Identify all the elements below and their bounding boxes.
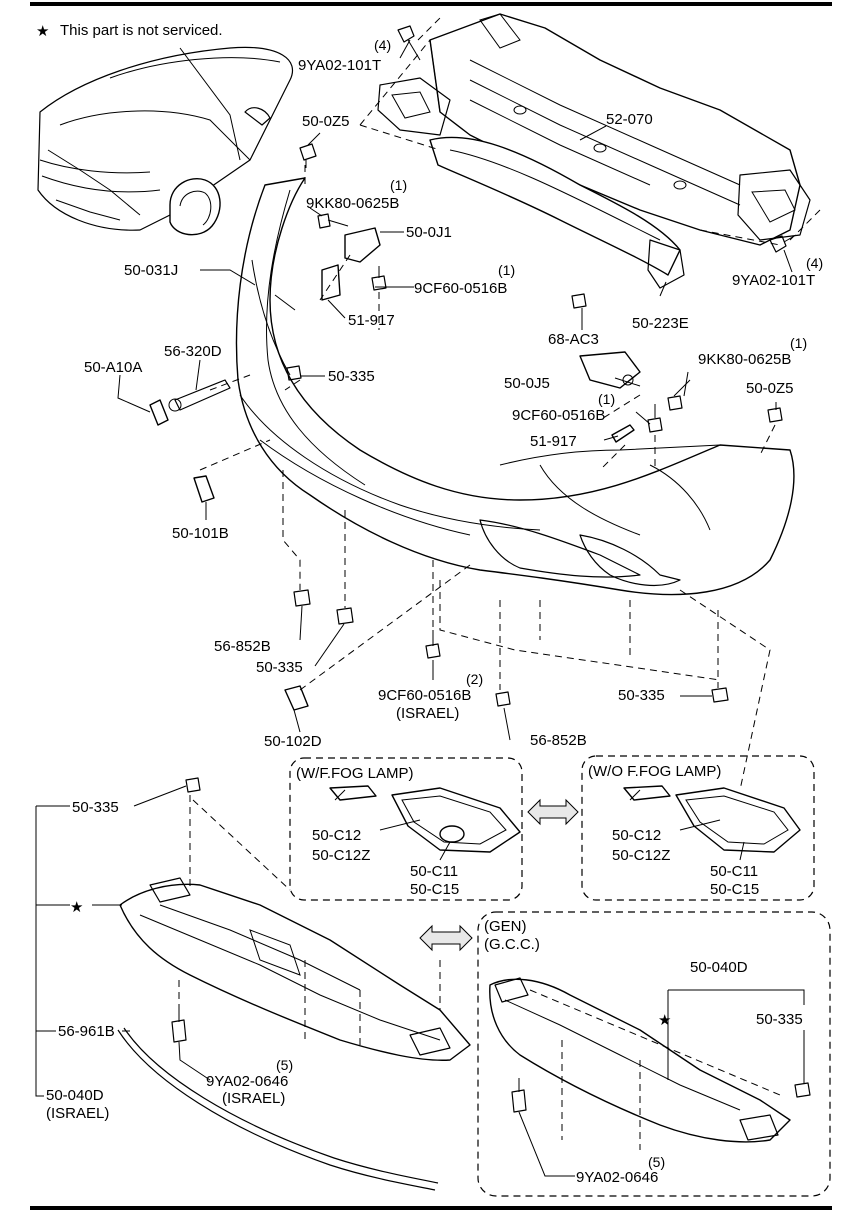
label-wo-50-c12: 50-C12 [612, 827, 661, 844]
label-wf-50-c12z: 50-C12Z [312, 847, 370, 864]
bottom-rule [30, 1206, 832, 1210]
gen-undercover-box [477, 911, 831, 1197]
qty-1-9cf-left: (1) [498, 262, 515, 278]
label-50-040d-israel: 50-040D [46, 1087, 104, 1104]
label-56-961b: 56-961B [58, 1023, 115, 1040]
label-50-335-d: 50-335 [72, 799, 119, 816]
qty-5-israel: (5) [276, 1057, 293, 1073]
undercover-israel [117, 777, 471, 1191]
label-50-335-e: 50-335 [756, 1011, 803, 1028]
callout-labels: (4) 9YA02-101T 52-070 50-0Z5 (1) 9KK80-0… [46, 37, 823, 1186]
label-9cf60-0516b-israel: 9CF60-0516B [378, 687, 471, 704]
upper-dashed-lines [199, 17, 821, 791]
gen-title-1: (GEN) [484, 918, 527, 935]
qty-5-gen: (5) [648, 1154, 665, 1170]
leaders [35, 39, 805, 1177]
label-50-102d: 50-102D [264, 733, 322, 750]
label-50-0z5-left: 50-0Z5 [302, 113, 350, 130]
label-50-040d-gen: 50-040D [690, 959, 748, 976]
label-51-917-right: 51-917 [530, 433, 577, 450]
label-50-0j1: 50-0J1 [406, 224, 452, 241]
qty-4-top: (4) [374, 37, 391, 53]
alternative-arrow-undercover [419, 924, 473, 952]
label-56-852b-right: 56-852B [530, 732, 587, 749]
qty-4-right: (4) [806, 255, 823, 271]
label-9ya02-101t-right: 9YA02-101T [732, 272, 815, 289]
label-9cf60-0516b-right: 9CF60-0516B [512, 407, 605, 424]
label-50-0z5-right: 50-0Z5 [746, 380, 794, 397]
vehicle-sketch [37, 46, 293, 236]
label-9kk80-0625b-left: 9KK80-0625B [306, 195, 399, 212]
note-star: ★ [36, 23, 49, 40]
label-wf-50-c11: 50-C11 [410, 863, 458, 880]
label-9cf60-0516b-left: 9CF60-0516B [414, 280, 507, 297]
label-50-223e: 50-223E [632, 315, 689, 332]
label-wo-50-c11: 50-C11 [710, 863, 758, 880]
label-israel-1: (ISRAEL) [396, 705, 459, 722]
label-50-0j5: 50-0J5 [504, 375, 550, 392]
label-50-335-a: 50-335 [328, 368, 375, 385]
label-56-852b-left: 56-852B [214, 638, 271, 655]
fog-lamp-box-without [581, 755, 815, 901]
label-68-ac3: 68-AC3 [548, 331, 599, 348]
label-israel-3: (ISRAEL) [46, 1105, 109, 1122]
fog-lamp-box-with [289, 757, 523, 901]
star-gen: ★ [658, 1012, 671, 1029]
label-9ya02-0646-israel: 9YA02-0646 [206, 1073, 288, 1090]
undercover-israel-dashes [178, 795, 441, 1050]
label-9ya02-0646-gen: 9YA02-0646 [576, 1169, 658, 1186]
label-9ya02-101t-top: 9YA02-101T [298, 57, 381, 74]
front-bumper-fascia [235, 177, 795, 596]
energy-absorber [429, 136, 685, 289]
label-wo-50-c15: 50-C15 [710, 881, 759, 898]
wo-fog-lamp-title: (W/O F.FOG LAMP) [588, 763, 721, 780]
label-52-070: 52-070 [606, 111, 653, 128]
label-9kk80-0625b-right: 9KK80-0625B [698, 351, 791, 368]
qty-1-9kk-right: (1) [790, 335, 807, 351]
label-51-917-left: 51-917 [348, 312, 395, 329]
gen-title-2: (G.C.C.) [484, 936, 540, 953]
label-56-320d: 56-320D [164, 343, 222, 360]
star-israel: ★ [70, 899, 83, 916]
qty-1-9kk-left: (1) [390, 177, 407, 193]
qty-1-9cf-right: (1) [598, 391, 615, 407]
bumper-reinforcement [377, 13, 811, 246]
label-50-a10a: 50-A10A [84, 359, 142, 376]
label-50-335-c: 50-335 [618, 687, 665, 704]
label-50-335-b: 50-335 [256, 659, 303, 676]
alternative-arrow-fog [527, 798, 579, 826]
wf-fog-lamp-title: (W/F.FOG LAMP) [296, 765, 414, 782]
qty-2: (2) [466, 671, 483, 687]
label-wf-50-c15: 50-C15 [410, 881, 459, 898]
label-israel-2: (ISRAEL) [222, 1090, 285, 1107]
label-wf-50-c12: 50-C12 [312, 827, 361, 844]
label-50-101b: 50-101B [172, 525, 229, 542]
label-wo-50-c12z: 50-C12Z [612, 847, 670, 864]
top-rule [30, 2, 832, 6]
note-text: This part is not serviced. [60, 22, 223, 39]
label-50-031j: 50-031J [124, 262, 178, 279]
